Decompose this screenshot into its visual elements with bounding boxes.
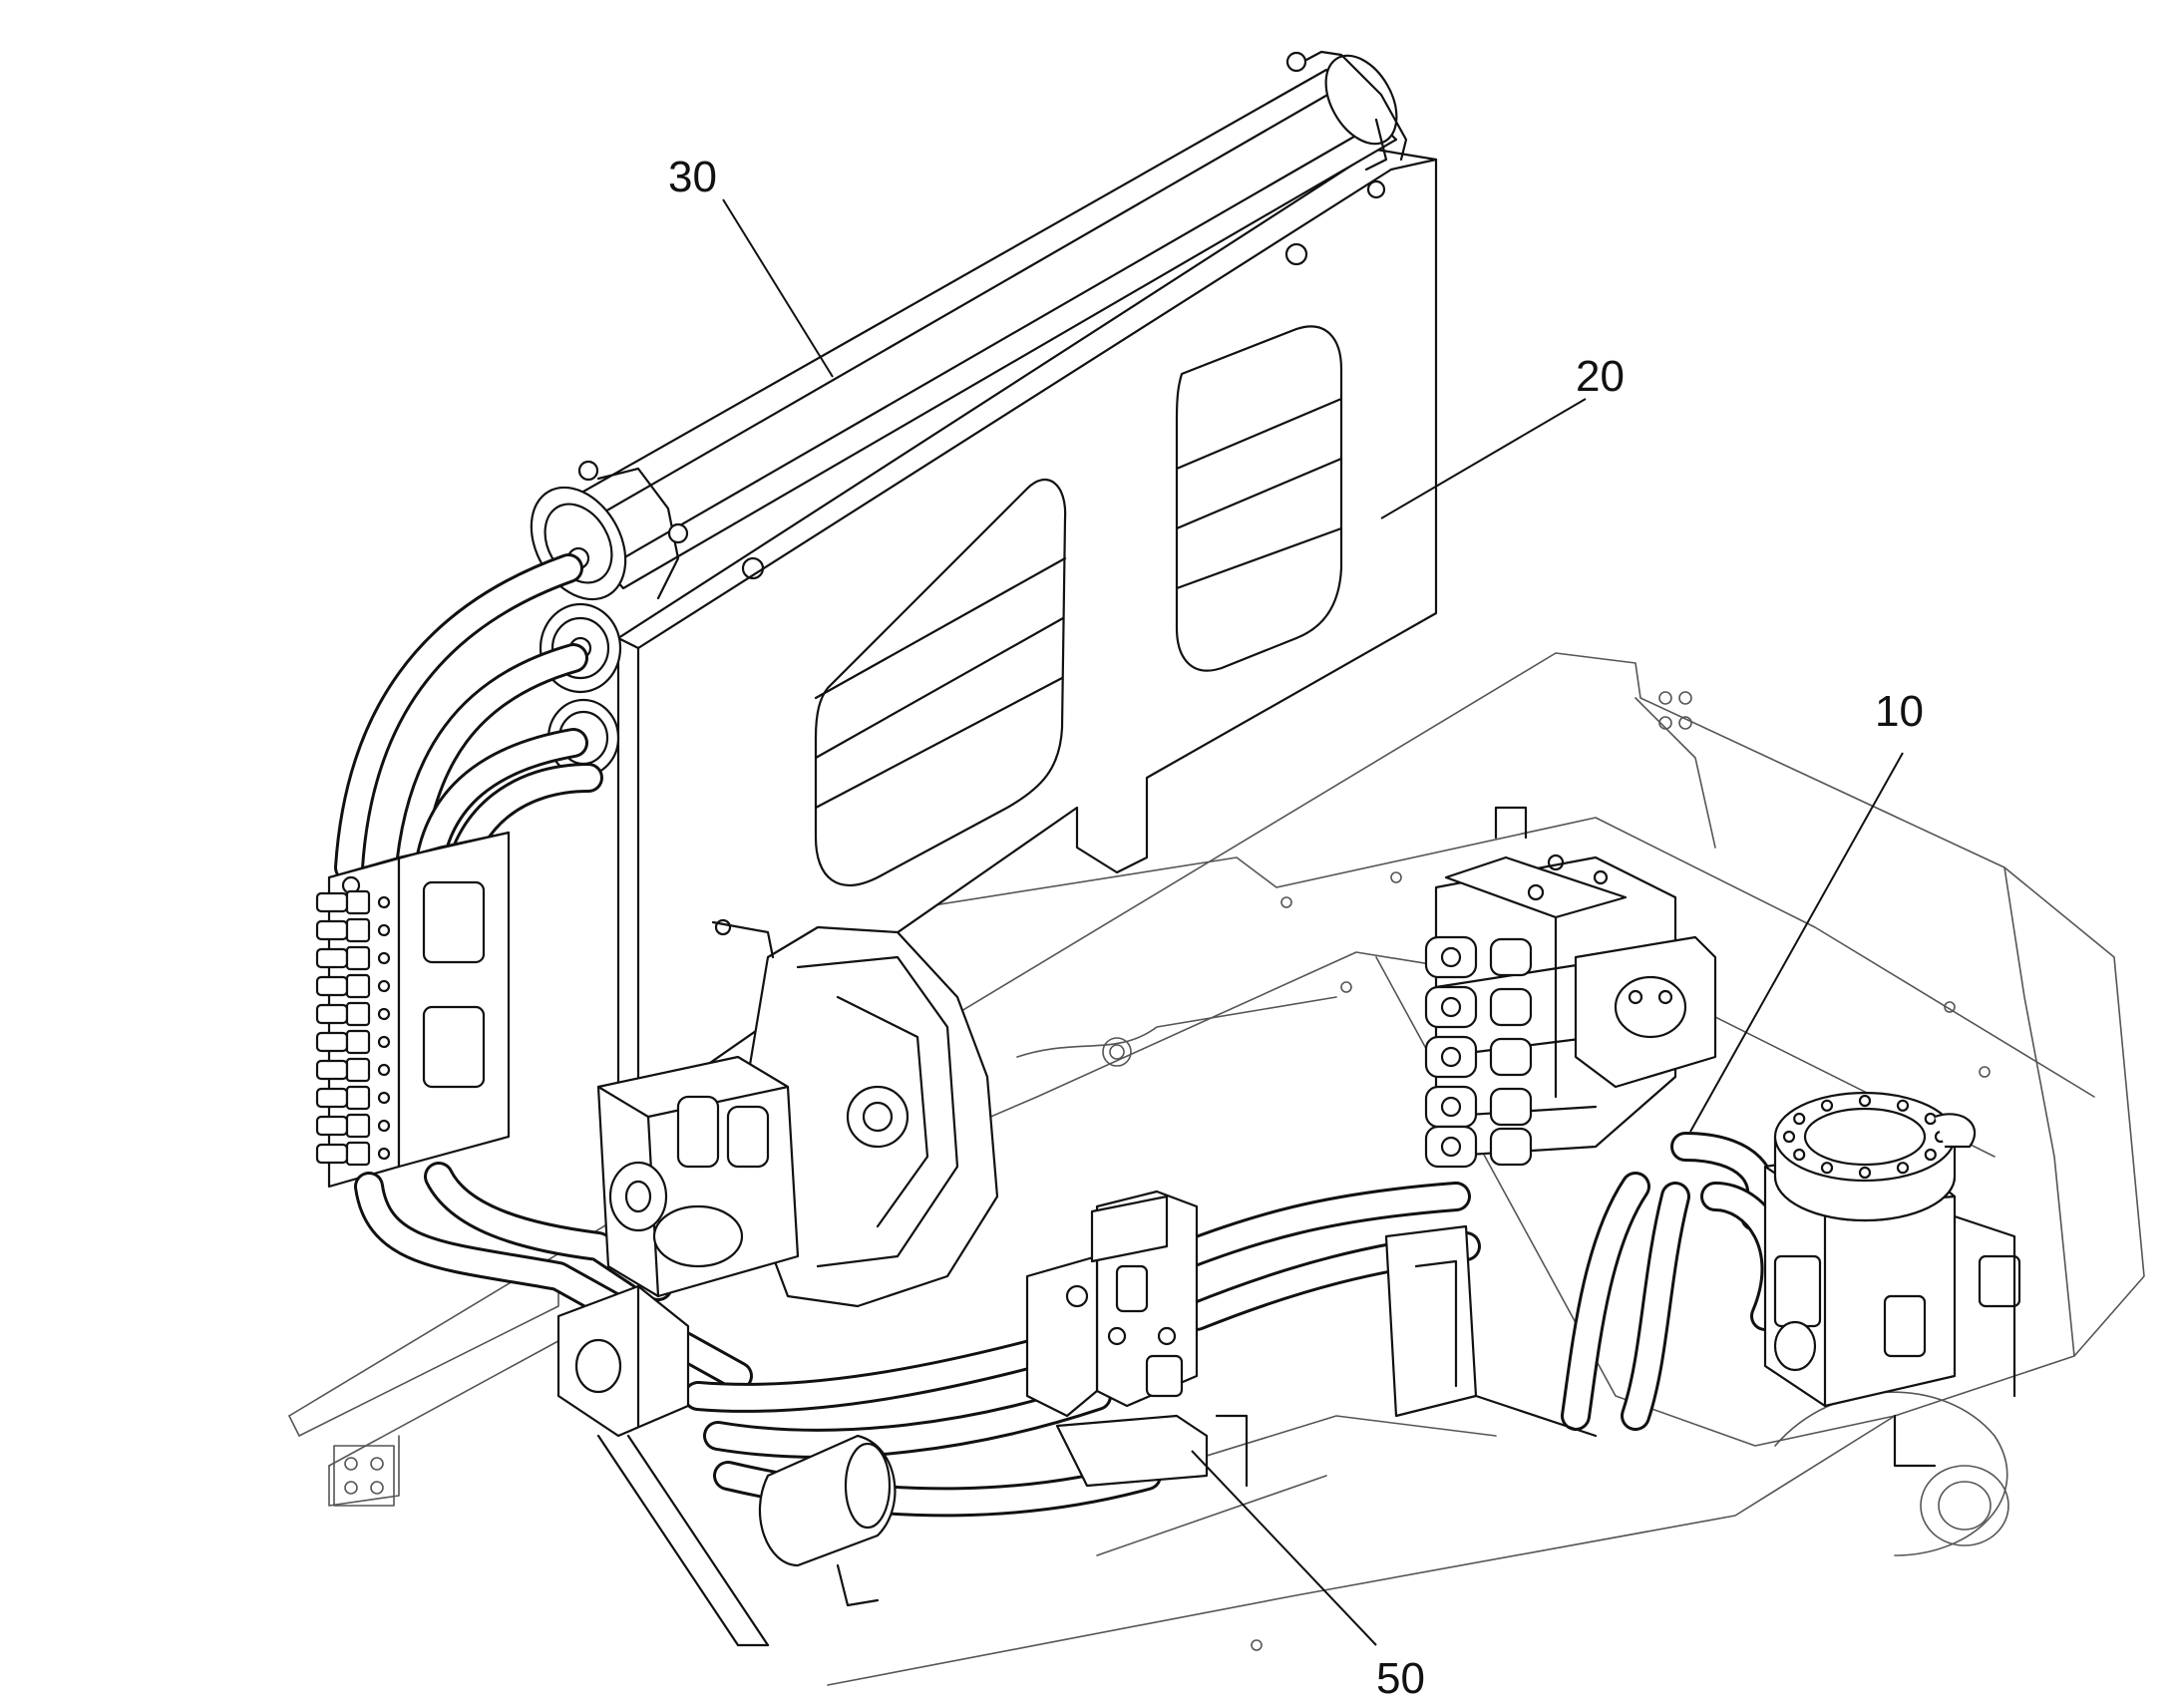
motor-bolt [1820,1099,1834,1112]
motor-bolt [1793,1112,1806,1126]
motor-bolt [1782,1130,1796,1144]
fitting-nipple [315,973,391,999]
motor-bolt [1793,1148,1806,1162]
solenoid-stack [1424,935,1533,1169]
fitting-nipple [315,1113,391,1139]
callout-30: 30 [668,153,717,201]
fitting-nipple [315,917,391,943]
solenoid-coil [1424,985,1533,1029]
fitting-nipple [315,945,391,971]
callout-50: 50 [1376,1654,1425,1703]
callout-20: 20 [1576,352,1625,401]
solenoid-coil [1424,935,1533,979]
gearbox-assembly [556,918,999,1647]
fitting-nipple [315,889,391,915]
control-valve-stack [1384,806,1717,1438]
solenoid-coil [1424,1035,1533,1079]
fitting-nipple [315,1141,391,1167]
hydraulic-pump [1763,1091,2021,1468]
cylinder-tank [530,50,1408,601]
callout-10: 10 [1875,687,1924,736]
motor-bolt [1896,1099,1910,1112]
fitting-row [315,889,391,1167]
fitting-nipple [315,1001,391,1027]
solenoid-coil [1424,1125,1533,1169]
motor-bolts [1782,1094,1948,1180]
callout-group: 30 20 10 50 [668,153,1924,1703]
fitting-nipple [315,1085,391,1111]
motor-bolt [1820,1162,1834,1175]
fitting-nipple [315,1057,391,1083]
valve-block [1025,1190,1249,1488]
cooler-panel [616,148,1438,1129]
motor-bolt [1858,1166,1872,1180]
motor-bolt [1896,1162,1910,1175]
solenoid-coil [1424,1085,1533,1129]
motor-bolt [1858,1094,1872,1108]
motor-bolt [1924,1148,1937,1162]
fitting-nipple [315,1029,391,1055]
